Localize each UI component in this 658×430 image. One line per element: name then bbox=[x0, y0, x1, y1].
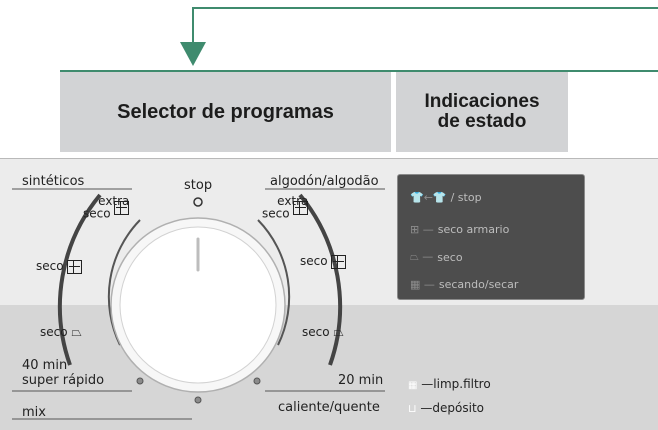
status-header: Indicaciones de estado bbox=[396, 72, 568, 152]
left-extra-seco-label: extra seco bbox=[83, 194, 130, 221]
left-seco-mid-label: seco bbox=[36, 259, 64, 273]
right-seco-low-label: seco bbox=[302, 325, 330, 339]
wardrobe-icon bbox=[114, 201, 130, 215]
tank-dash: — bbox=[420, 401, 433, 415]
left-time-label: 40 min bbox=[22, 358, 68, 373]
filter-label: limp.filtro bbox=[433, 377, 491, 391]
status-row-drying: ▦ — secando/secar bbox=[410, 278, 518, 291]
shirt-icon: 👕←👕 bbox=[410, 191, 447, 204]
status-row-wardrobe-text: seco armario bbox=[437, 223, 510, 236]
iron-icon: ⏢ — bbox=[410, 250, 434, 263]
status-title-line1: Indicaciones bbox=[424, 91, 540, 113]
left-extra-seco: extra seco bbox=[83, 194, 130, 221]
status-row-drying-text: secando/secar bbox=[438, 278, 519, 291]
status-row-stop-text: / stop bbox=[450, 191, 482, 204]
super-rapido-label: super rápido bbox=[22, 373, 105, 388]
right-extra-seco: extra seco bbox=[262, 194, 309, 221]
program-selector-title: Selector de programas bbox=[117, 100, 334, 123]
left-seco-low: seco ⏢ bbox=[40, 325, 82, 340]
filter-icon: ▦ bbox=[408, 380, 418, 391]
stop-label: stop bbox=[184, 178, 213, 193]
tank-indicator: ⊔ —depósito bbox=[408, 401, 484, 415]
wardrobe-icon: ⊞ — bbox=[410, 223, 434, 236]
status-row-stop: 👕←👕 / stop bbox=[410, 191, 482, 204]
status-title-line2: de estado bbox=[437, 111, 527, 132]
status-display: 👕←👕 / stop ⊞ — seco armario ⏢ — seco ▦ —… bbox=[397, 174, 585, 300]
sinteticos-label: sintéticos bbox=[22, 174, 85, 189]
caliente-label: caliente/quente bbox=[278, 400, 380, 415]
iron-icon: ⏢ bbox=[71, 325, 82, 340]
left-seco-low-label: seco bbox=[40, 325, 68, 339]
status-row-dry-text: seco bbox=[437, 250, 463, 264]
callout-arrow bbox=[60, 7, 658, 72]
right-extra-seco-label: extra seco bbox=[262, 194, 309, 221]
status-row-wardrobe: ⊞ — seco armario bbox=[410, 223, 509, 236]
tank-label: depósito bbox=[432, 401, 485, 415]
program-dial-graphics bbox=[12, 188, 385, 420]
right-time-label: 20 min bbox=[338, 373, 384, 388]
mix-label: mix bbox=[22, 405, 46, 420]
right-seco-mid: seco bbox=[300, 254, 347, 269]
status-row-dry: ⏢ — seco bbox=[410, 250, 463, 264]
left-seco-mid: seco bbox=[36, 259, 83, 274]
right-seco-low: seco ⏢ bbox=[302, 325, 344, 340]
tank-icon: ⊔ bbox=[408, 402, 417, 415]
program-selector-header: Selector de programas bbox=[60, 72, 391, 152]
filter-dash: — bbox=[421, 377, 434, 391]
right-seco-mid-label: seco bbox=[300, 254, 328, 268]
iron-icon: ⏢ bbox=[333, 325, 344, 340]
control-panel-lower bbox=[0, 305, 658, 430]
wardrobe-icon bbox=[331, 254, 347, 269]
wardrobe-icon bbox=[293, 201, 309, 215]
wardrobe-icon bbox=[67, 259, 83, 274]
drying-icon: ▦ — bbox=[410, 278, 435, 291]
algodon-label: algodón/algodão bbox=[270, 174, 379, 189]
filter-indicator: ▦ —limp.filtro bbox=[408, 377, 491, 391]
